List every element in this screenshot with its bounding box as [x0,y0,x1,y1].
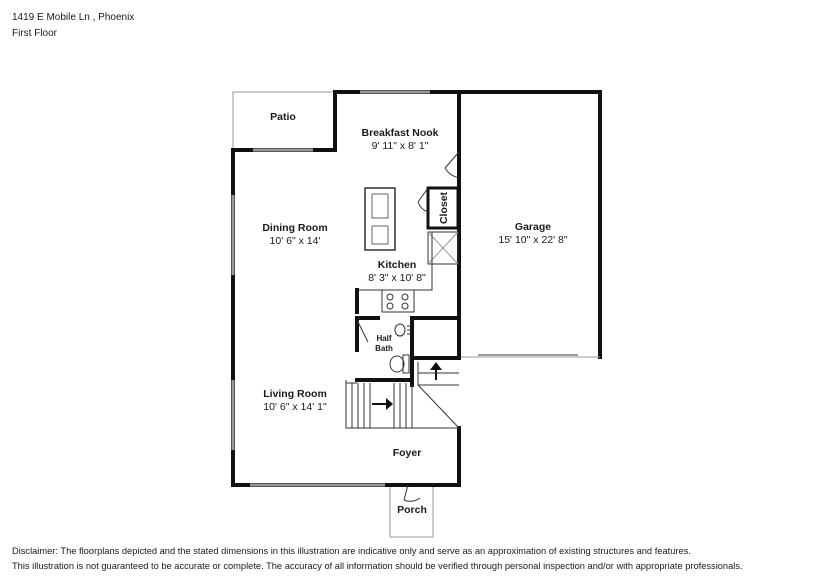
foyer-label: Foyer [393,447,422,459]
disclaimer-line-1: Disclaimer: The floorplans depicted and … [12,546,691,556]
kitchen-counter [358,232,433,313]
breakfast-nook-dims: 9' 11" x 8' 1" [372,140,429,152]
floor-label: First Floor [12,28,57,39]
stair-arrow-right-icon [372,398,393,410]
living-room-label: Living Room [263,388,327,400]
dining-room-label: Dining Room [262,222,327,234]
garage-label: Garage [515,221,551,233]
porch-area [389,484,434,538]
property-address: 1419 E Mobile Ln , Phoenix [12,12,135,23]
windows [231,90,430,487]
kitchen-label: Kitchen [378,259,417,271]
disclaimer-line-2: This illustration is not guaranteed to b… [12,561,743,571]
garage-walls [457,90,602,359]
stairs [345,362,460,429]
closet-label: Closet [438,191,450,224]
stair-arrow-up-icon [430,362,442,380]
half-bath-fixtures [389,323,411,374]
dining-room-dims: 10' 6" x 14' [270,235,321,247]
porch-label: Porch [397,504,427,516]
garage-dims: 15' 10" x 22' 8" [498,234,568,246]
half-bath-label-line1: Half [376,334,391,343]
nook-door-swing [444,151,460,179]
half-bath-label-line2: Bath [375,344,393,353]
patio-label: Patio [270,111,296,123]
closet-walls [417,186,460,230]
kitchen-dims: 8' 3" x 10' 8" [368,272,426,284]
breakfast-nook-label: Breakfast Nook [361,127,438,139]
interior-walls [355,288,461,387]
living-room-dims: 10' 6" x 14' 1" [263,401,327,413]
refrigerator [427,231,459,265]
kitchen-island [364,187,396,251]
